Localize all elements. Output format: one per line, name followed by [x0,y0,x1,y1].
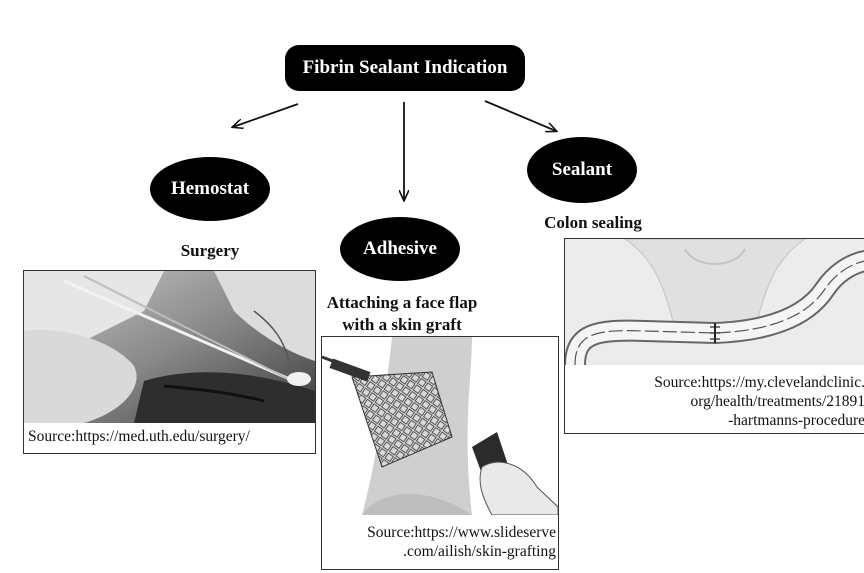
colon-illustration [565,239,864,365]
adhesive-caption-line-1: Attaching a face flap [316,292,488,314]
colon-caption: Colon sealing [528,212,658,234]
surgery-source-line-1: Source:https://med.uth.edu/surgery/ [28,427,313,446]
hemostat-node: Hemostat [150,157,270,221]
adhesive-caption-line-2: with a skin graft [316,314,488,336]
root-node: Fibrin Sealant Indication [285,45,525,91]
adhesive-panel: Source:https://www.slideserve .com/ailis… [321,336,559,570]
colon-panel: Source:https://my.clevelandclinic. org/h… [564,238,864,434]
arrow-to-sealant [485,101,556,131]
sealant-node: Sealant [527,137,637,203]
adhesive-source-line-1: Source:https://www.slideserve [324,523,556,542]
surgery-panel: Source:https://med.uth.edu/surgery/ [23,270,316,454]
adhesive-source-line-2: .com/ailish/skin-grafting [324,542,556,561]
adhesive-caption: Attaching a face flap with a skin graft [316,292,488,336]
surgery-source: Source:https://med.uth.edu/surgery/ [28,427,313,446]
arrow-to-hemostat [233,104,298,127]
colon-source-line-1: Source:https://my.clevelandclinic. [569,373,864,392]
adhesive-source: Source:https://www.slideserve .com/ailis… [324,523,556,561]
surgery-caption: Surgery [150,240,270,262]
surgery-photo [24,271,315,423]
colon-source-line-2: org/health/treatments/21891 [569,392,864,411]
sealant-label: Sealant [552,159,612,181]
colon-source-line-3: -hartmanns-procedure [569,411,864,430]
skin-graft-illustration [322,337,558,515]
root-label: Fibrin Sealant Indication [303,57,508,79]
colon-source: Source:https://my.clevelandclinic. org/h… [569,373,864,430]
adhesive-label: Adhesive [363,238,437,260]
adhesive-node: Adhesive [340,217,460,281]
hemostat-label: Hemostat [171,178,249,200]
